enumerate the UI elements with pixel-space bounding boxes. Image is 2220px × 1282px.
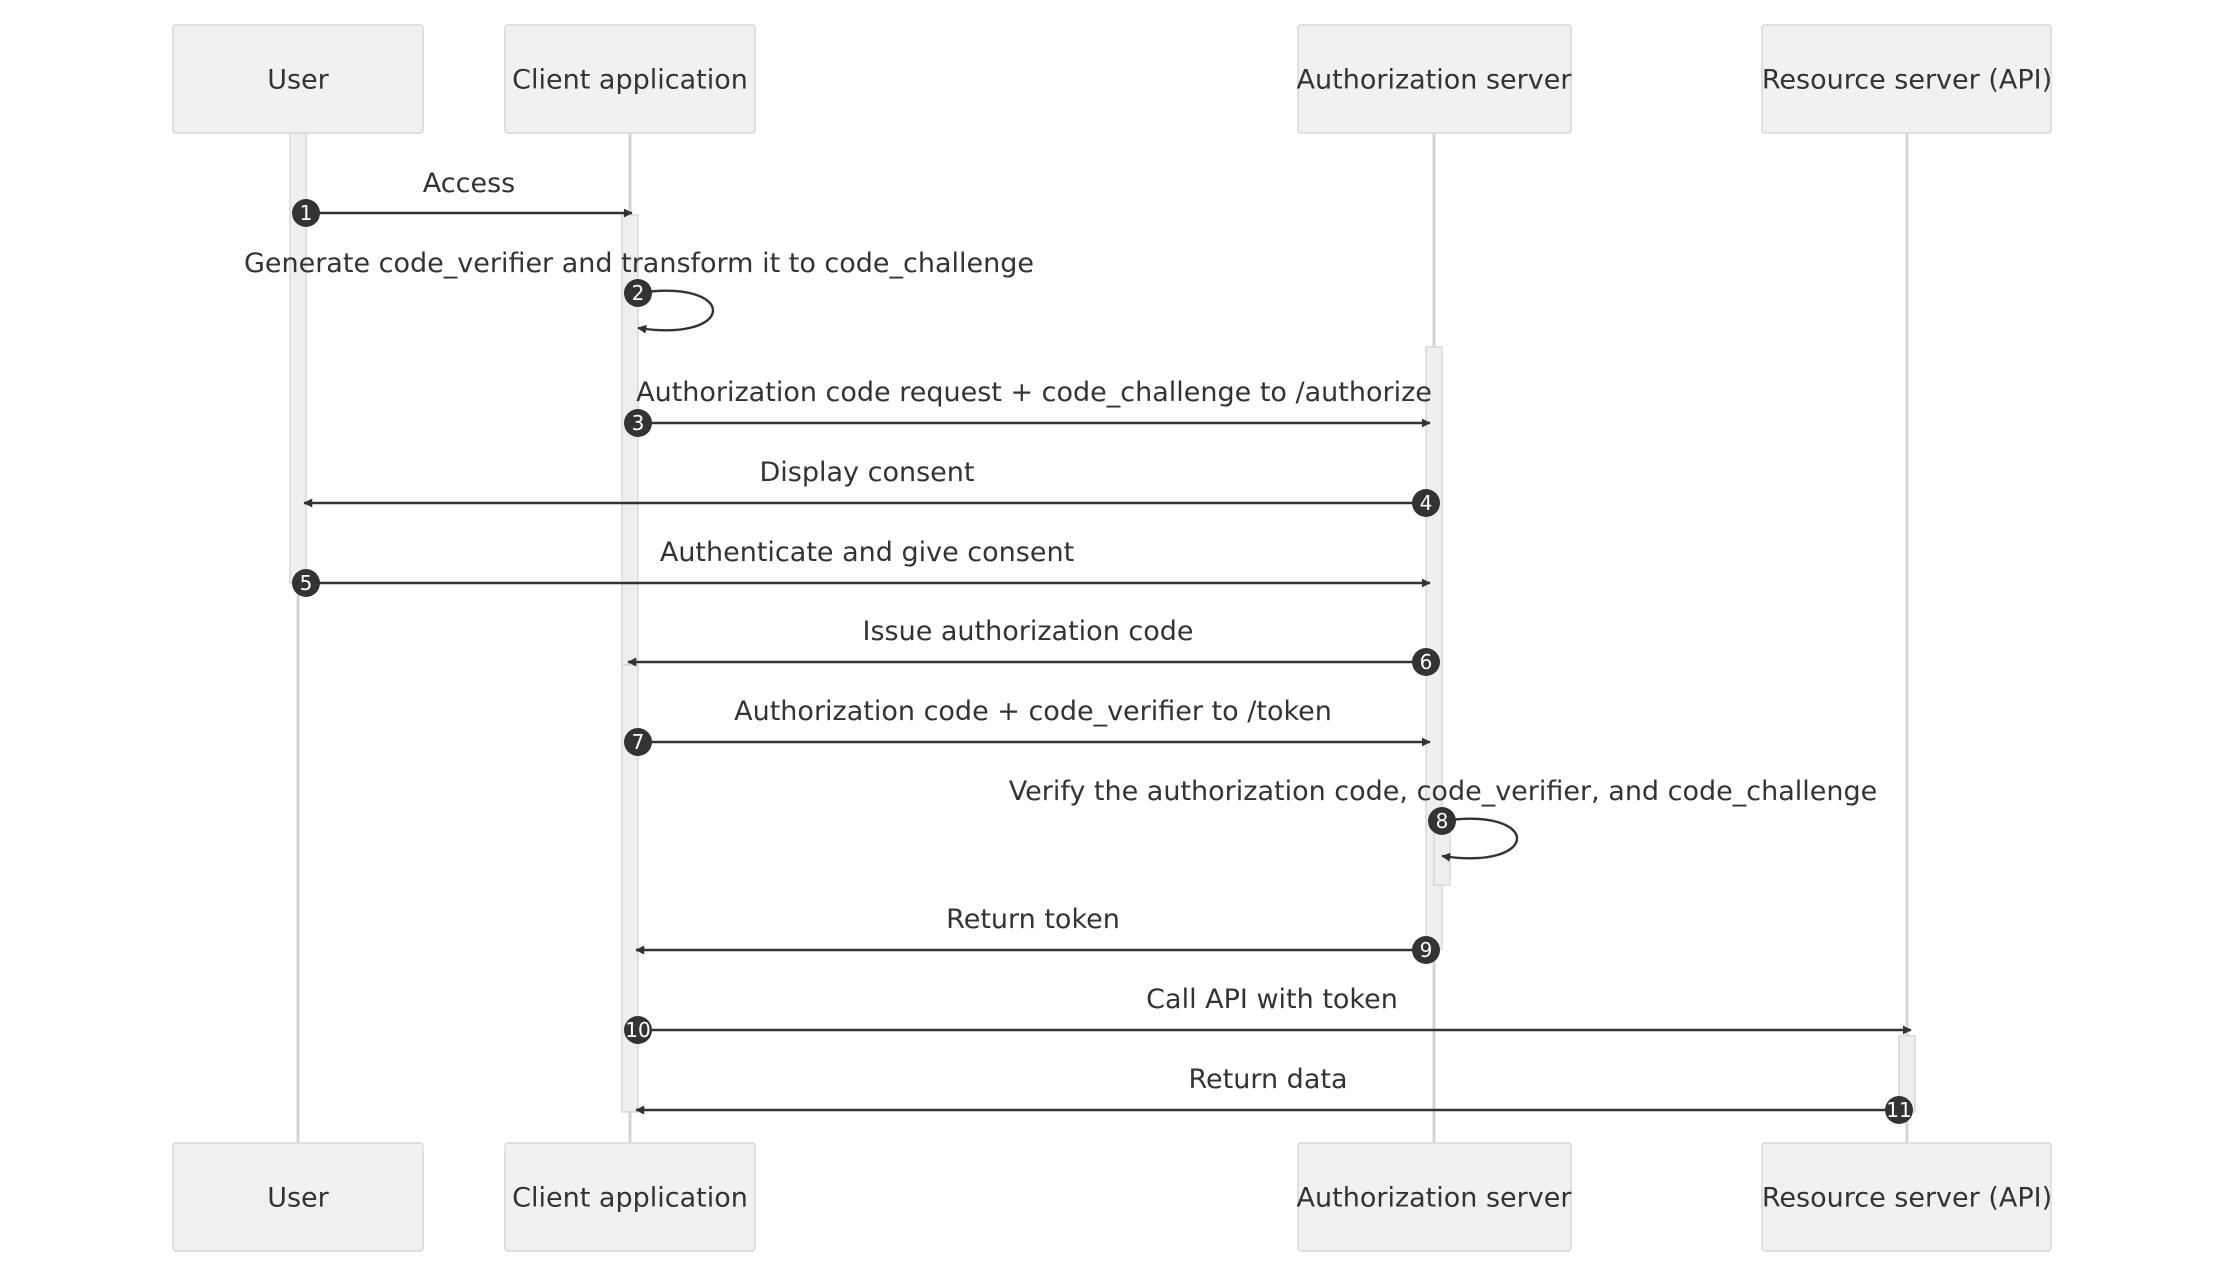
- message-1: Access 1: [292, 168, 633, 227]
- message-label: Authenticate and give consent: [660, 537, 1074, 568]
- actor-label: Authorization server: [1297, 65, 1573, 96]
- message-10: Call API with token 10: [624, 984, 1912, 1044]
- sequence-number-badge: [1412, 489, 1440, 517]
- actor-auth-bottom: Authorization server: [1297, 1142, 1573, 1252]
- actor-label: User: [267, 1183, 329, 1214]
- sequence-number: 3: [632, 411, 645, 435]
- sequence-number: 2: [632, 281, 645, 305]
- message-label: Issue authorization code: [862, 616, 1193, 647]
- sequence-number: 1: [300, 201, 313, 225]
- sequence-number-badge: [1412, 648, 1440, 676]
- actor-client-top: Client application: [504, 24, 756, 134]
- message-4: Display consent 4: [303, 457, 1440, 517]
- sequence-number-badge: [1428, 807, 1456, 835]
- message-label: Verify the authorization code, code_veri…: [1009, 776, 1878, 807]
- actor-resource-bottom: Resource server (API): [1761, 1142, 2052, 1252]
- sequence-number: 9: [1420, 938, 1433, 962]
- sequence-number-badge: [292, 569, 320, 597]
- message-3: Authorization code request + code_challe…: [624, 377, 1432, 437]
- sequence-number: 4: [1420, 491, 1433, 515]
- sequence-number-badge: [624, 1016, 652, 1044]
- sequence-number-badge: [624, 279, 652, 307]
- message-arrow: [1441, 817, 1518, 862]
- actor-label: Client application: [512, 1183, 748, 1214]
- actor-user-bottom: User: [172, 1142, 424, 1252]
- actor-label: Resource server (API): [1762, 1183, 2052, 1214]
- message-label: Generate code_verifier and transform it …: [244, 248, 1034, 279]
- message-9: Return token 9: [635, 904, 1440, 964]
- message-8: Verify the authorization code, code_veri…: [1009, 776, 1878, 862]
- actor-label: Client application: [512, 65, 748, 96]
- sequence-number-badge: [1412, 936, 1440, 964]
- message-6: Issue authorization code 6: [627, 616, 1440, 676]
- actor-resource-top: Resource server (API): [1761, 24, 2052, 134]
- message-label: Return data: [1189, 1064, 1348, 1095]
- message-label: Access: [423, 168, 515, 199]
- sequence-number-badge: [1885, 1096, 1913, 1124]
- message-arrow: [637, 289, 714, 334]
- message-label: Authorization code request + code_challe…: [636, 377, 1432, 408]
- sequence-number-badge: [624, 409, 652, 437]
- actor-auth-top: Authorization server: [1297, 24, 1573, 134]
- message-11: Return data 11: [635, 1064, 1913, 1124]
- sequence-number-badge: [624, 728, 652, 756]
- actor-client-bottom: Client application: [504, 1142, 756, 1252]
- sequence-number: 7: [632, 730, 645, 754]
- sequence-number: 6: [1420, 650, 1433, 674]
- message-5: Authenticate and give consent 5: [292, 537, 1431, 597]
- message-label: Authorization code + code_verifier to /t…: [734, 696, 1332, 727]
- sequence-number: 8: [1436, 809, 1449, 833]
- sequence-number: 11: [1886, 1098, 1911, 1122]
- sequence-number-badge: [292, 199, 320, 227]
- sequence-number: 10: [625, 1018, 650, 1042]
- actor-label: Resource server (API): [1762, 65, 2052, 96]
- message-7: Authorization code + code_verifier to /t…: [624, 696, 1431, 756]
- actor-label: Authorization server: [1297, 1183, 1573, 1214]
- message-label: Return token: [946, 904, 1120, 935]
- sequence-number: 5: [300, 571, 313, 595]
- message-2: Generate code_verifier and transform it …: [244, 248, 1034, 334]
- message-label: Display consent: [760, 457, 975, 488]
- actor-user-top: User: [172, 24, 424, 134]
- message-label: Call API with token: [1146, 984, 1398, 1015]
- actor-label: User: [267, 65, 329, 96]
